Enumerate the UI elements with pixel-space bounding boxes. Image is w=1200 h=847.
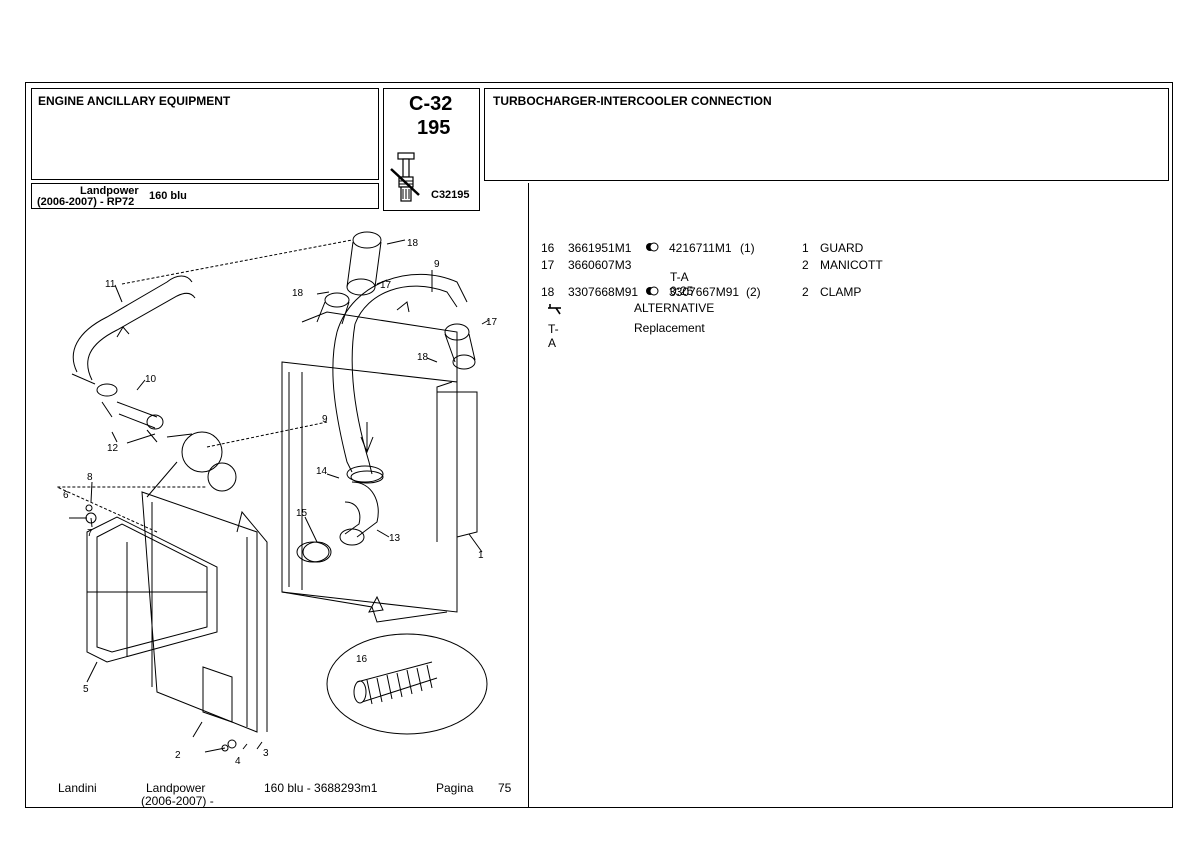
callout-17: 17 [380, 280, 392, 291]
alternative-marker-icon [646, 242, 659, 252]
callout-16: 16 [356, 654, 368, 665]
alt-part-number: 4216711M1 [669, 241, 732, 255]
model-variant: 160 blu [149, 190, 187, 202]
section-code: C-32 [409, 93, 453, 115]
alt-part-number: 3307667M91 [669, 285, 740, 299]
section-number: 195 [417, 117, 451, 139]
model-line1: Landpower [80, 185, 139, 197]
footer-brand: Landini [58, 781, 97, 795]
callout-11: 11 [105, 279, 116, 290]
part-description: CLAMP [820, 285, 862, 299]
callout-7: 7 [87, 528, 93, 539]
part-note: T-A 0:25 [670, 270, 694, 298]
part-number: 3307668M91 [568, 285, 639, 299]
image-code: C32195 [431, 189, 470, 201]
callout-12: 12 [107, 443, 119, 454]
page-frame [25, 82, 1173, 808]
part-ref: 18 [541, 285, 555, 299]
callout-3: 3 [263, 748, 269, 759]
part-quantity: 2 [802, 285, 809, 299]
callout-8: 8 [87, 472, 93, 483]
footer-doc: 160 blu - 3688293m1 [264, 781, 378, 795]
alternative-symbol-icon [548, 304, 561, 315]
callout-14: 14 [316, 466, 328, 477]
diagram-callouts: 1 2 3 4 5 6 7 8 9 9 10 11 12 13 14 15 16… [63, 238, 498, 767]
callout-9: 9 [322, 414, 328, 425]
turbo-hose-icon [390, 152, 420, 202]
footer-page-label: Pagina [436, 781, 474, 795]
section-title-box: ENGINE ANCILLARY EQUIPMENT [31, 88, 379, 180]
group-title-box: TURBOCHARGER-INTERCOOLER CONNECTION [484, 88, 1169, 181]
callout-4: 4 [235, 756, 241, 767]
footer-years: (2006-2007) - [141, 794, 214, 808]
alternative-marker-icon [646, 286, 659, 296]
model-box: Landpower (2006-2007) - RP72 160 blu [31, 183, 379, 209]
model-line2: (2006-2007) - RP72 [37, 196, 135, 208]
alt-quantity: (2) [746, 285, 761, 299]
callout-1: 1 [478, 550, 484, 561]
section-title: ENGINE ANCILLARY EQUIPMENT [38, 94, 231, 108]
callout-18: 18 [417, 352, 429, 363]
alt-quantity: (1) [740, 241, 755, 255]
part-quantity: 2 [802, 258, 809, 272]
group-title: TURBOCHARGER-INTERCOOLER CONNECTION [493, 94, 772, 108]
legend-alternative: ALTERNATIVE [634, 301, 715, 315]
callout-17: 17 [486, 317, 498, 328]
part-description: GUARD [820, 241, 864, 255]
part-quantity: 1 [802, 241, 809, 255]
legend-replacement: Replacement [634, 321, 705, 335]
callout-18: 18 [292, 288, 304, 299]
footer-model: Landpower [146, 781, 206, 795]
column-divider [528, 183, 529, 807]
footer-page-number: 75 [498, 781, 512, 795]
callout-10: 10 [145, 374, 157, 385]
legend-ta-code: T-A [548, 322, 559, 350]
part-ref: 17 [541, 258, 555, 272]
callout-13: 13 [389, 533, 401, 544]
code-box: C-32 195 C32195 [383, 88, 480, 211]
part-description: MANICOTT [820, 258, 883, 272]
part-ref: 16 [541, 241, 555, 255]
exploded-parts-diagram: 1 2 3 4 5 6 7 8 9 9 10 11 12 13 14 15 16… [56, 231, 498, 767]
callout-2: 2 [175, 750, 181, 761]
part-number: 3661951M1 [568, 241, 632, 255]
callout-6: 6 [63, 490, 69, 501]
callout-5: 5 [83, 684, 89, 695]
callout-18: 18 [407, 238, 419, 249]
part-number: 3660607M3 [568, 258, 632, 272]
callout-9: 9 [434, 259, 440, 270]
callout-15: 15 [296, 508, 308, 519]
